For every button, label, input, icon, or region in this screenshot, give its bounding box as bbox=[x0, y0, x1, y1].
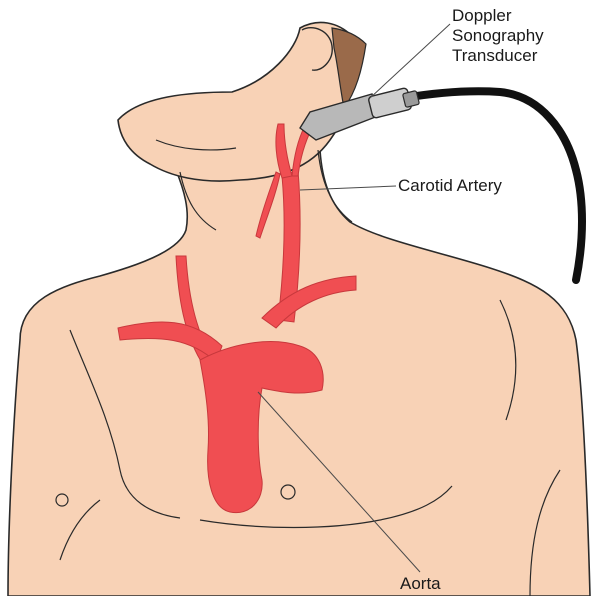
carotid-artery-label: Carotid Artery bbox=[398, 176, 502, 196]
aorta-label: Aorta bbox=[400, 574, 441, 594]
transducer-label-line-2: Sonography bbox=[452, 26, 544, 46]
transducer-tail bbox=[403, 91, 420, 108]
leader-transducer bbox=[370, 24, 450, 98]
transducer-label-line-1: Doppler bbox=[452, 6, 544, 26]
transducer-label: Doppler Sonography Transducer bbox=[452, 6, 544, 66]
transducer-label-line-3: Transducer bbox=[452, 46, 544, 66]
